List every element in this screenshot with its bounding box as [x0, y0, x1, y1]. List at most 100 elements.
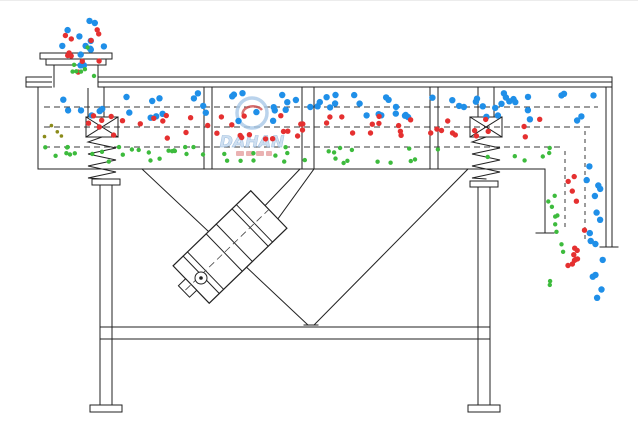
- particle-feed-blue: [64, 26, 71, 34]
- particle-out-red: [581, 227, 588, 233]
- particle-out-green: [549, 204, 555, 209]
- particle-out-blue: [593, 209, 600, 216]
- right-foot: [467, 404, 501, 413]
- particle-feed-blue: [76, 33, 83, 40]
- particle-deck-blue: [590, 92, 597, 99]
- particle-deck-green: [200, 152, 206, 157]
- particle-deck-green: [166, 148, 171, 153]
- watermark-brand: DAHAN: [220, 132, 285, 151]
- particle-deck-blue: [60, 96, 67, 103]
- particle-deck-blue: [279, 91, 286, 99]
- watermark-swirl-icon: [235, 96, 269, 130]
- particle-deck-blue: [149, 97, 156, 105]
- particle-deck-olive: [55, 130, 60, 134]
- particle-deck-blue: [429, 94, 436, 101]
- particle-feed-blue: [59, 42, 66, 50]
- particle-feed-red: [96, 31, 102, 37]
- particle-deck-red: [218, 114, 225, 120]
- particle-deck-blue: [126, 109, 133, 116]
- particle-deck-green: [251, 151, 256, 156]
- particle-deck-blue: [472, 98, 480, 105]
- particle-deck-blue: [123, 93, 130, 101]
- particle-feed-red: [79, 58, 86, 64]
- particle-deck-green: [407, 146, 412, 151]
- particles-layer: [42, 17, 606, 301]
- particle-deck-red: [367, 130, 374, 136]
- particle-deck-red: [300, 121, 306, 127]
- particle-deck-red: [339, 114, 345, 120]
- particle-deck-blue: [253, 108, 260, 116]
- particle-deck-blue: [578, 113, 585, 120]
- particle-deck-green: [184, 151, 189, 157]
- particle-deck-green: [72, 151, 78, 156]
- particle-deck-red: [183, 129, 189, 136]
- particle-deck-blue: [307, 103, 314, 111]
- particle-deck-red: [327, 114, 333, 120]
- particle-deck-blue: [356, 100, 363, 107]
- particle-out-green: [547, 282, 552, 288]
- particle-deck-red: [428, 130, 434, 136]
- particle-deck-blue: [64, 107, 72, 114]
- particle-deck-green: [251, 158, 256, 163]
- particle-out-blue: [583, 176, 590, 184]
- particle-deck-blue: [235, 117, 242, 125]
- cross-beam: [99, 326, 491, 340]
- particle-deck-red: [164, 135, 170, 141]
- particle-out-red: [565, 178, 571, 185]
- particle-deck-blue: [351, 91, 358, 99]
- particle-deck-red: [397, 128, 404, 134]
- particle-deck-green: [333, 156, 338, 161]
- particle-feed-red: [96, 58, 102, 64]
- particle-deck-blue: [292, 96, 300, 104]
- particle-out-red: [573, 198, 580, 204]
- particle-deck-red: [262, 136, 269, 142]
- particle-deck-red: [369, 121, 375, 127]
- particle-deck-red: [299, 127, 306, 133]
- particle-deck-olive: [59, 134, 64, 138]
- hanger-strap: [203, 86, 213, 170]
- particle-deck-green: [408, 158, 413, 164]
- particle-deck-red: [407, 117, 414, 123]
- coil-spring: [470, 136, 501, 180]
- particle-deck-green: [388, 160, 393, 165]
- particle-deck-red: [323, 120, 330, 126]
- particle-out-green: [553, 222, 558, 227]
- particle-deck-red: [521, 123, 527, 130]
- particle-feed-red: [68, 53, 74, 59]
- particle-deck-blue: [194, 90, 202, 97]
- right-spring-bar: [477, 86, 495, 118]
- particle-feed-red: [62, 32, 69, 39]
- particle-deck-green: [326, 149, 331, 154]
- particle-out-green: [555, 213, 560, 218]
- particle-deck-blue: [314, 103, 321, 110]
- particle-deck-red: [99, 117, 105, 124]
- particle-deck-green: [282, 159, 287, 164]
- particle-deck-red: [294, 133, 301, 139]
- particle-out-blue: [592, 271, 599, 279]
- particle-deck-blue: [284, 99, 291, 106]
- particle-deck-blue: [401, 112, 409, 119]
- particle-deck-red: [376, 120, 382, 127]
- particle-deck-blue: [229, 93, 236, 100]
- particle-deck-green: [116, 144, 122, 150]
- particle-deck-red: [522, 134, 528, 140]
- particle-deck-green: [53, 153, 58, 158]
- particle-deck-green: [222, 151, 227, 157]
- particle-deck-blue: [190, 95, 198, 102]
- particle-deck-red: [376, 113, 382, 120]
- particle-out-red: [571, 252, 577, 258]
- particle-deck-green: [547, 150, 552, 156]
- particle-feed-blue: [100, 43, 108, 50]
- particle-out-red: [565, 262, 571, 269]
- particle-feed-green: [70, 69, 75, 74]
- particle-deck-red: [398, 132, 404, 138]
- particle-out-red: [572, 245, 578, 251]
- particle-deck-blue: [77, 107, 85, 114]
- particle-deck-red: [137, 121, 143, 127]
- particle-deck-red: [160, 118, 166, 124]
- particle-deck-red: [349, 130, 356, 136]
- particle-deck-blue: [498, 100, 505, 108]
- particle-deck-green: [67, 152, 73, 157]
- particle-deck-red: [285, 128, 291, 134]
